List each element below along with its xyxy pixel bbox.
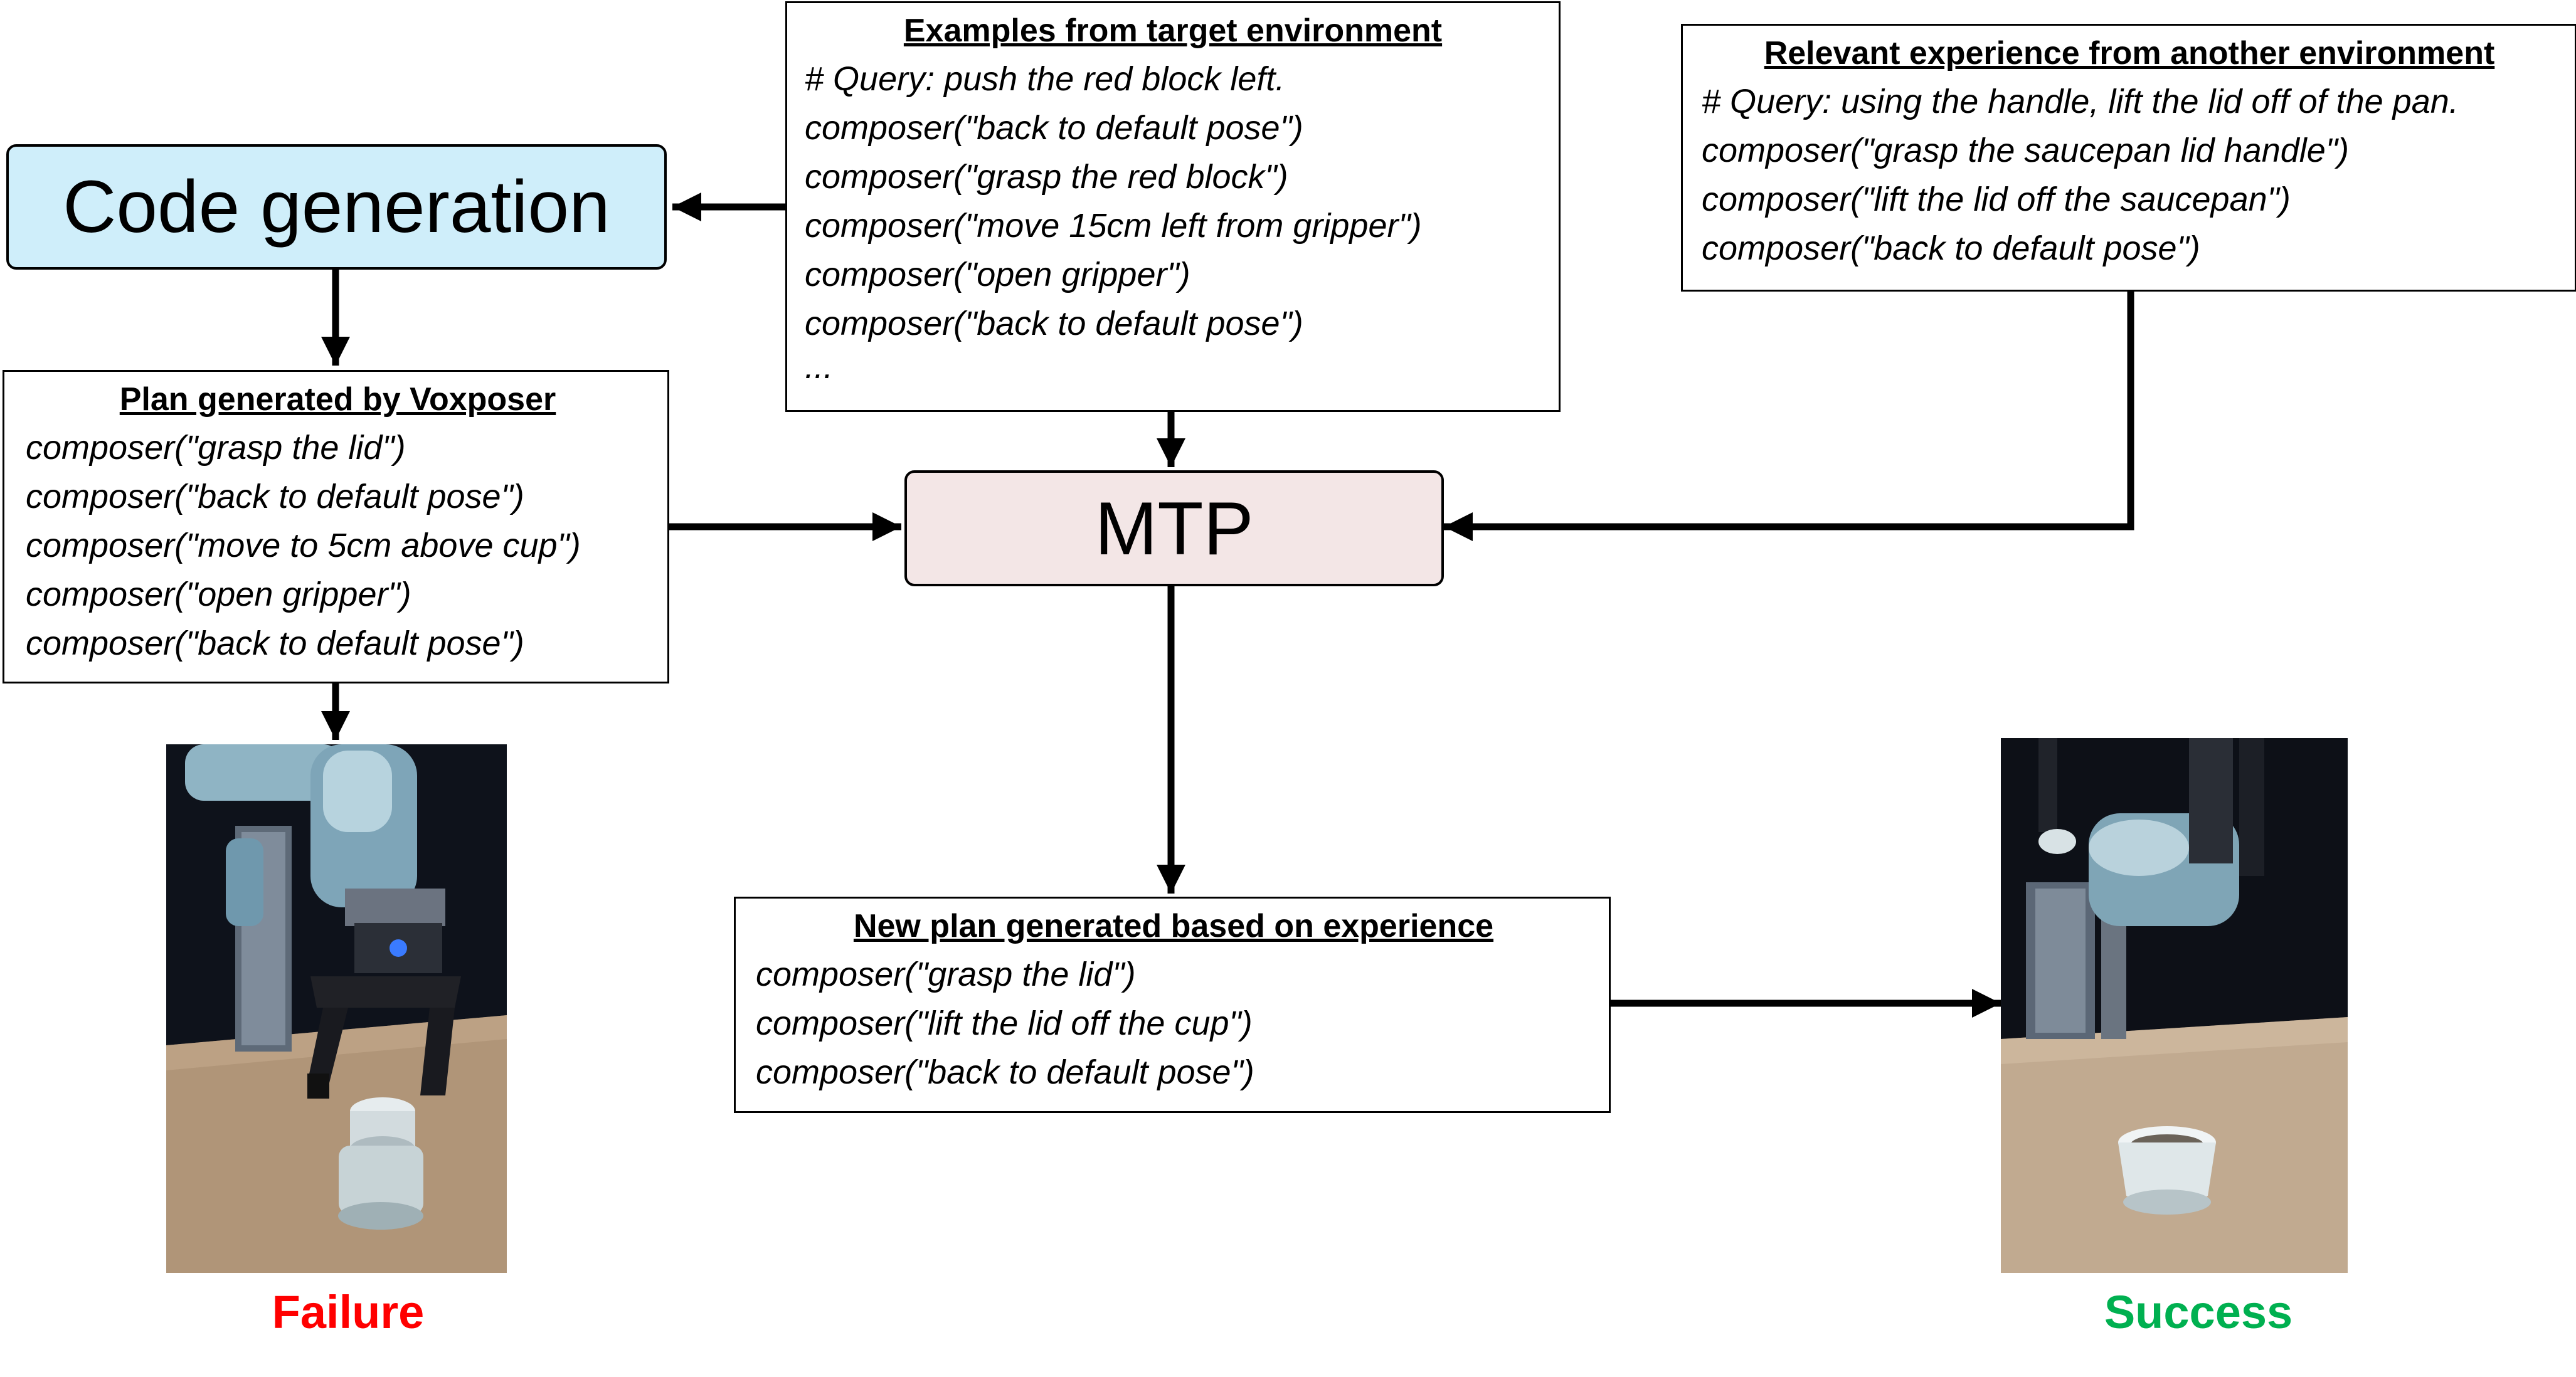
code-line: composer("grasp the lid") [26,429,406,467]
experience-title: Relevant experience from another environ… [1764,35,2495,71]
code-line: composer("back to default pose") [756,1053,1254,1091]
success-photo [2001,738,2348,1273]
code-line: ... [805,348,834,386]
new-plan-title: New plan generated based on experience [853,908,1494,944]
code-line: # Query: using the handle, lift the lid … [1702,83,2459,120]
experience-panel: Relevant experience from another environ… [1681,24,2576,292]
code-line: composer("lift the lid off the saucepan"… [1702,181,2291,218]
code-generation-label: Code generation [63,166,610,248]
arrow-experience-to-mtp [1444,292,2134,542]
code-line: composer("back to default pose") [26,478,524,515]
code-line: composer("back to default pose") [26,625,524,662]
new-plan-panel: New plan generated based on experience c… [734,897,1611,1113]
code-line: composer("move 15cm left from gripper") [805,207,1422,245]
voxposer-plan-title: Plan generated by Voxposer [119,381,556,418]
failure-label: Failure [272,1286,425,1338]
code-line: composer("open gripper") [26,576,411,613]
code-generation-box: Code generation [6,144,667,270]
mtp-box: MTP [904,470,1444,586]
code-line: composer("back to default pose") [1702,230,2200,267]
code-line: # Query: push the red block left. [805,60,1285,98]
code-line: composer("grasp the lid") [756,956,1136,993]
failure-photo [166,744,507,1273]
code-line: composer("move to 5cm above cup") [26,527,581,564]
examples-title: Examples from target environment [903,13,1443,49]
code-line: composer("grasp the red block") [805,158,1288,196]
voxposer-plan-panel: Plan generated by Voxposer composer("gra… [3,370,669,683]
code-line: composer("lift the lid off the cup") [756,1005,1253,1042]
mtp-label: MTP [1095,486,1254,571]
success-label: Success [2104,1286,2293,1338]
code-line: composer("grasp the saucepan lid handle"… [1702,132,2349,169]
code-line: composer("back to default pose") [805,109,1303,147]
examples-panel: Examples from target environment # Query… [785,1,1561,412]
code-line: composer("open gripper") [805,256,1190,293]
code-line: composer("back to default pose") [805,305,1303,342]
